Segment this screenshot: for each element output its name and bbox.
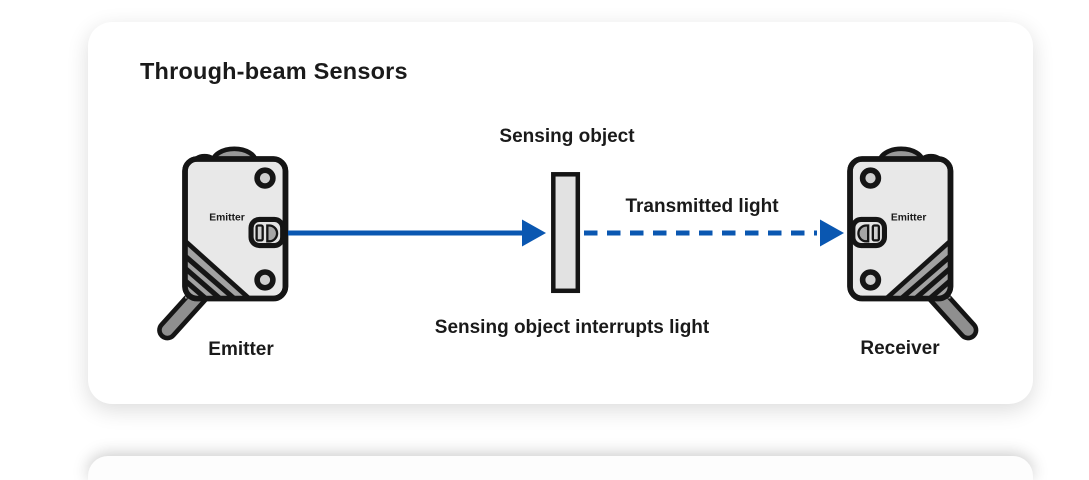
next-card-top-edge (88, 456, 1033, 480)
transmitted-beam-arrow (584, 219, 844, 247)
receiver-caption: Receiver (860, 338, 940, 359)
transmitted-light-label: Transmitted light (625, 196, 779, 217)
emitter-device (161, 149, 286, 351)
sensing-object-label: Sensing object (499, 126, 635, 147)
page-background: Through-beam Sensors (88, 22, 1033, 404)
sensing-object-shape (551, 172, 581, 294)
through-beam-diagram: Emitter Emitter (88, 22, 1033, 404)
through-beam-card: Through-beam Sensors (88, 22, 1033, 404)
receiver-device-label: Emitter (891, 213, 926, 224)
card-title: Through-beam Sensors (140, 58, 408, 84)
emitter-device-label: Emitter (209, 213, 244, 224)
emitter-caption: Emitter (208, 339, 274, 360)
diagram-canvas: Emitter Emitter (88, 22, 1033, 404)
receiver-device (850, 149, 975, 351)
emitted-beam-arrow (288, 219, 546, 247)
interrupts-light-caption: Sensing object interrupts light (434, 317, 710, 338)
